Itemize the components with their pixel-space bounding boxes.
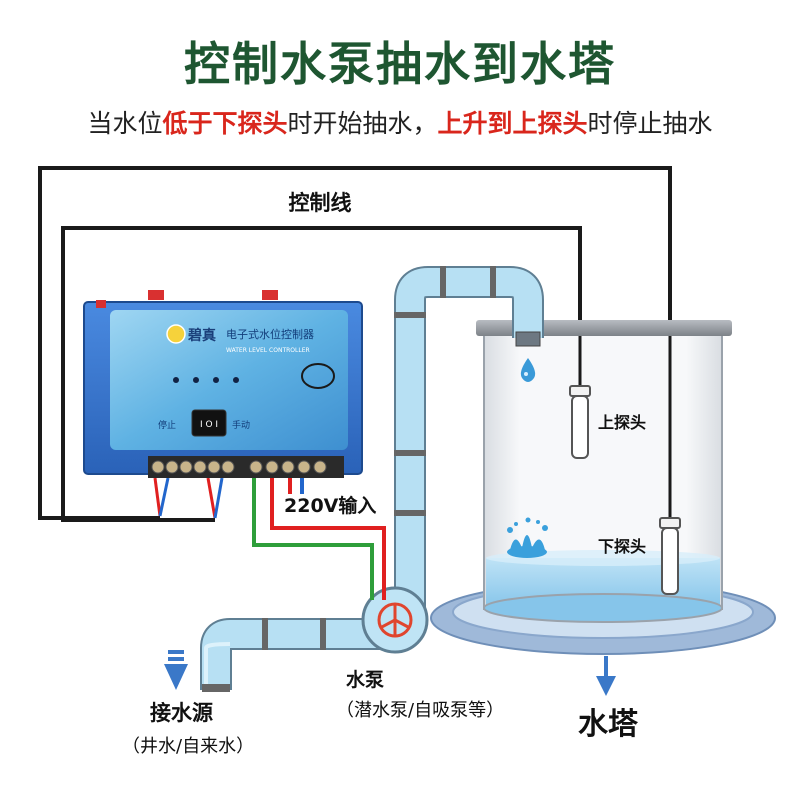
controller-probe-wire-1 — [153, 477, 162, 517]
lower-probe — [659, 517, 681, 595]
subtitle-highlight-high: 上升到上探头 — [437, 109, 588, 138]
subtitle-highlight-low: 低于下探头 — [162, 109, 288, 138]
subtitle-part3: 时停止抽水 — [587, 109, 713, 138]
water-splash-icon — [507, 517, 548, 558]
water-tower-label: 水塔 — [578, 707, 639, 742]
controller-power-switch[interactable] — [191, 409, 227, 437]
indicator-led-3 — [213, 377, 219, 383]
pump-wire-red — [270, 468, 386, 600]
pump-wire-green — [252, 468, 374, 600]
lower-probe-label: 下探头 — [598, 537, 646, 556]
indicator-led-4 — [233, 377, 239, 383]
water-source-label: 接水源 — [150, 701, 213, 725]
pump-types-label: （潜水泵/自吸泵等） — [336, 700, 504, 721]
water-level-controller: 碧真 电子式水位控制器 WATER LEVEL CONTROLLER I O I… — [83, 290, 363, 478]
controller-stop-label: 停止 — [158, 419, 176, 431]
pump-label: 水泵 — [346, 669, 384, 691]
controller-brand-icon — [166, 324, 186, 344]
controller-probe-wire-4 — [213, 477, 224, 519]
input-220v-label: 220V输入 — [284, 494, 376, 517]
page-subtitle: 当水位低于下探头时开始抽水，上升到上探头时停止抽水 — [0, 104, 800, 140]
water-pipe — [200, 266, 544, 692]
controller-name-cn: 电子式水位控制器 — [226, 327, 314, 341]
indicator-led-1 — [173, 377, 179, 383]
controller-name-en: WATER LEVEL CONTROLLER — [226, 347, 310, 354]
controller-brand: 碧真 — [187, 327, 216, 344]
water-pump — [361, 586, 429, 654]
indicator-led-2 — [193, 377, 199, 383]
pipe-nozzle — [515, 331, 541, 347]
page-title: 控制水泵抽水到水塔 — [184, 37, 616, 91]
control-wire-inner — [61, 226, 582, 522]
controller-manual-label: 手动 — [232, 419, 250, 431]
upper-probe — [569, 385, 591, 459]
water-source-types-label: （井水/自来水） — [122, 736, 254, 757]
water-source-arrow-icon — [164, 650, 188, 690]
controller-coil-icon — [301, 363, 335, 389]
controller-probe-wire-3 — [206, 477, 217, 519]
subtitle-part2: 时开始抽水， — [287, 109, 438, 138]
water-tower-tank — [476, 320, 732, 623]
water-tower-outlet-arrow-icon — [596, 656, 616, 696]
controller-probe-wire-2 — [158, 477, 170, 517]
control-line-label: 控制线 — [289, 191, 352, 215]
subtitle-part1: 当水位 — [87, 109, 163, 138]
water-drop-icon — [520, 358, 536, 382]
upper-probe-label: 上探头 — [598, 413, 646, 432]
controller-switch-label: I O I — [200, 420, 218, 430]
